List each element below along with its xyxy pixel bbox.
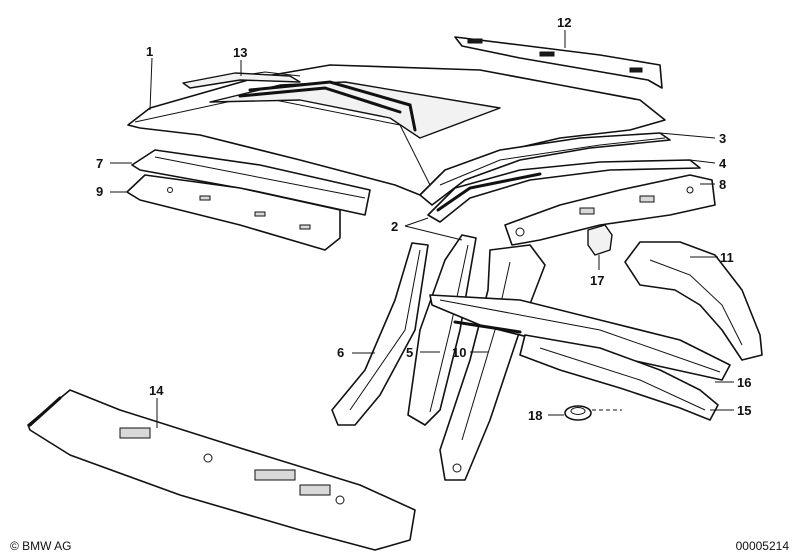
callout-13: 13	[233, 45, 247, 60]
small-bracket	[587, 224, 613, 256]
front-roof-strip	[182, 72, 301, 89]
callout-14: 14	[149, 383, 164, 398]
callout-11: 11	[720, 250, 734, 265]
callout-16: 16	[737, 375, 751, 390]
callout-2: 2	[391, 219, 398, 234]
cowl-panel	[27, 389, 416, 551]
callout-8: 8	[719, 177, 726, 192]
copyright-label: © BMW AG	[10, 539, 72, 553]
callout-4: 4	[719, 156, 727, 171]
rear-floor-side-member	[519, 334, 719, 421]
callout-5: 5	[406, 345, 413, 360]
callout-7: 7	[96, 156, 103, 171]
callout-6: 6	[337, 345, 344, 360]
callout-1: 1	[146, 44, 153, 59]
callout-3: 3	[719, 131, 726, 146]
rear-side-rail-bracket	[504, 174, 716, 246]
front-header-panel	[131, 149, 371, 216]
front-inner-header	[126, 174, 341, 251]
callout-labels: 1 2 3 4 5 6 7 8 9 10 11 12 13 14 15 16 1…	[96, 15, 751, 423]
rear-wheel-arch-panel	[624, 241, 763, 361]
callout-10: 10	[452, 345, 466, 360]
callout-15: 15	[737, 403, 751, 418]
rocker-panel-inner	[429, 294, 731, 381]
roof-gutter-strip	[427, 159, 701, 223]
callout-12: 12	[557, 15, 571, 30]
rear-roof-rail	[454, 36, 663, 89]
callout-17: 17	[590, 273, 604, 288]
callout-9: 9	[96, 184, 103, 199]
document-number: 00005214	[735, 539, 789, 553]
grommet	[564, 405, 622, 421]
callout-18: 18	[528, 408, 542, 423]
b-pillar-inner	[407, 234, 477, 426]
roof-panel	[127, 64, 666, 196]
leader-lines	[110, 30, 734, 428]
a-pillar-trim	[331, 242, 429, 426]
